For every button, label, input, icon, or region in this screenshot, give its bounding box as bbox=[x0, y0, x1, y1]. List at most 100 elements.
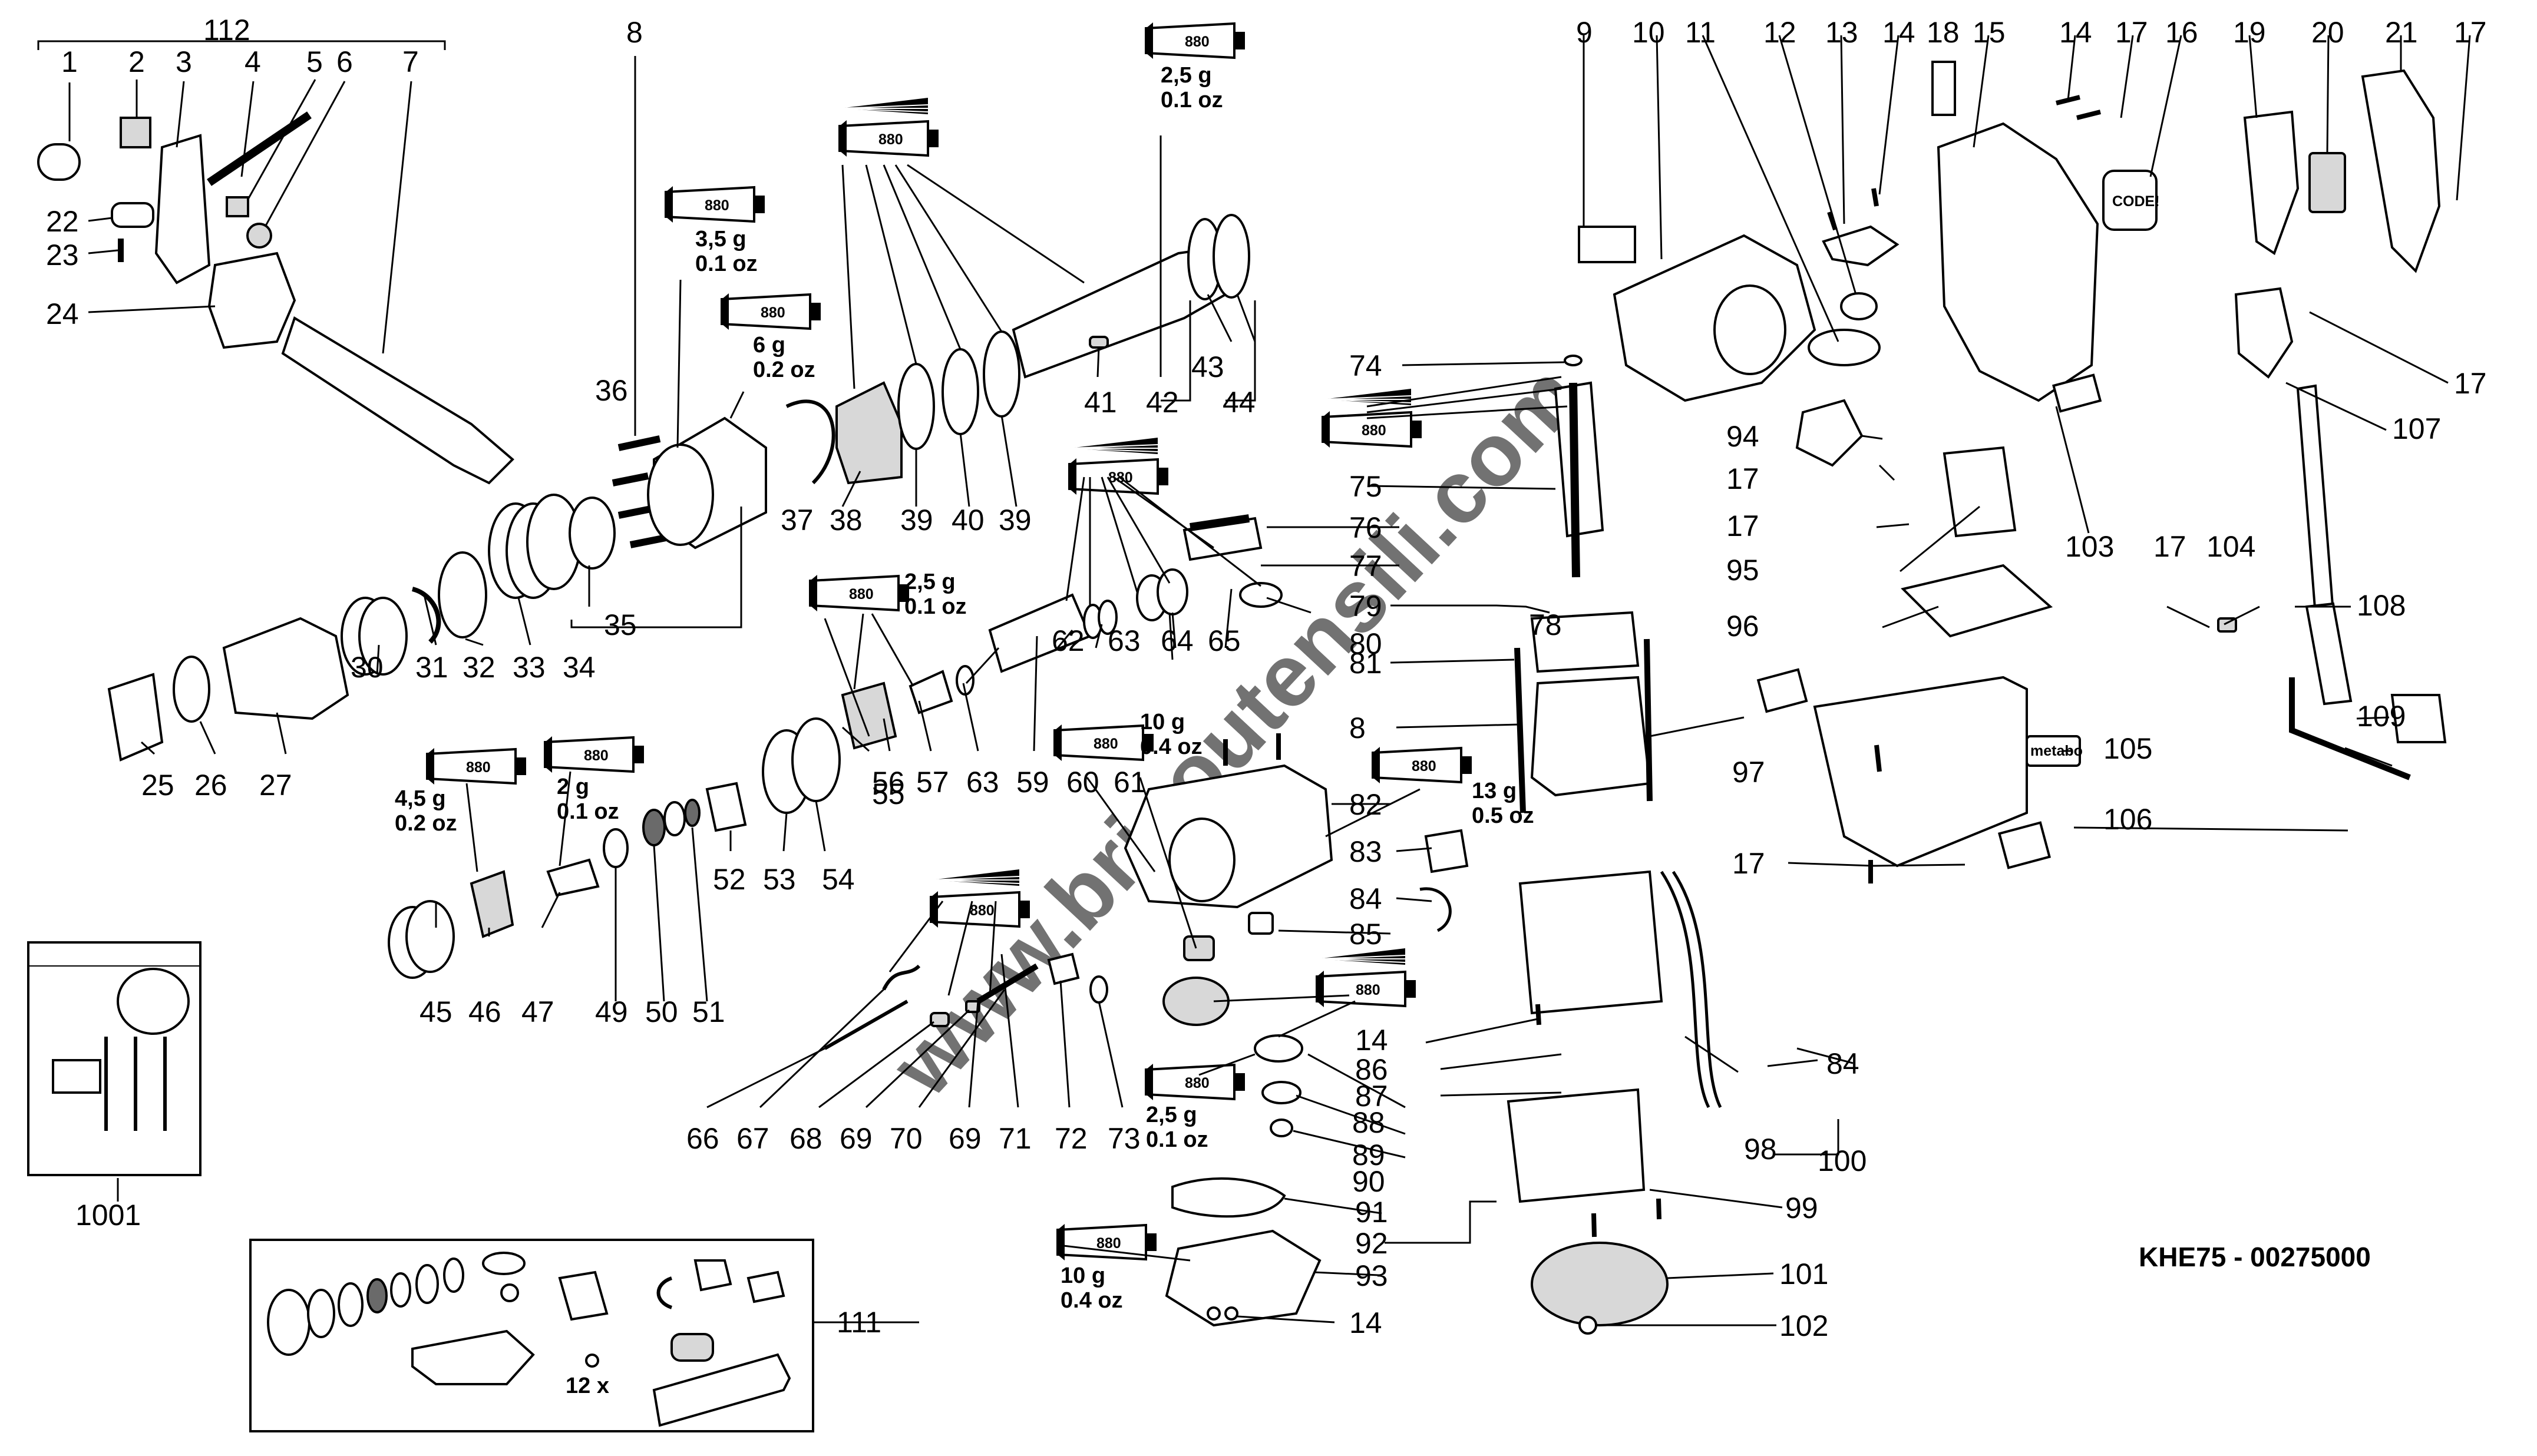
part-label: 30 bbox=[351, 651, 384, 684]
part-label: 93 bbox=[1355, 1259, 1388, 1292]
part-label: 67 bbox=[736, 1122, 769, 1155]
part-label: 14 bbox=[1355, 1024, 1388, 1057]
part-label: 39 bbox=[999, 504, 1032, 537]
dust-cap-part bbox=[107, 673, 164, 762]
quantity-grams: 13 g bbox=[1472, 779, 1517, 803]
part-label: 77 bbox=[1349, 550, 1382, 583]
code-tag-text: CODE! bbox=[2112, 193, 2160, 210]
part-label: 61 bbox=[1114, 766, 1147, 799]
quantity-grams: 2,5 g bbox=[1146, 1103, 1197, 1127]
part-label: 41 bbox=[1084, 386, 1117, 419]
part-label: 14 bbox=[1349, 1306, 1382, 1339]
inset-111-kit: 12 x bbox=[249, 1239, 814, 1432]
part-label: 1 bbox=[61, 45, 78, 78]
part-label: 102 bbox=[1779, 1309, 1828, 1342]
tube-label: 880 bbox=[1096, 1235, 1121, 1252]
part-label: 5 bbox=[306, 45, 323, 78]
part-label: 50 bbox=[645, 995, 678, 1028]
switch-block-part bbox=[2234, 287, 2294, 379]
part-label: 18 bbox=[1927, 16, 1960, 49]
part-label: 88 bbox=[1352, 1106, 1385, 1139]
sleeve-part bbox=[705, 782, 747, 832]
kit-quantity: 12 x bbox=[566, 1374, 609, 1398]
lubricant-tube: 880 bbox=[930, 890, 1031, 929]
cover-part bbox=[1795, 399, 1864, 467]
part-label: 109 bbox=[2357, 700, 2406, 733]
lubricant-tube: 880 13 g 0.5 oz bbox=[1372, 746, 1534, 828]
tube-label: 880 bbox=[1185, 1075, 1210, 1091]
part-label: 51 bbox=[692, 995, 725, 1028]
fan-guide-part bbox=[1530, 611, 1640, 673]
part-label: 86 bbox=[1355, 1053, 1388, 1086]
quantity-grams: 2 g bbox=[557, 775, 589, 799]
lubricant-brush bbox=[1069, 437, 1158, 455]
clutch-part bbox=[470, 870, 514, 938]
label-part bbox=[1931, 61, 1956, 116]
part-label: 40 bbox=[952, 504, 985, 537]
part-label: 63 bbox=[966, 766, 999, 799]
brush-holder-plate-part bbox=[1901, 564, 2053, 638]
lubricant-tube: 880 bbox=[1322, 410, 1423, 449]
part-label: 65 bbox=[1208, 624, 1241, 657]
gear-part bbox=[835, 381, 903, 485]
quantity-ounces: 0.4 oz bbox=[1140, 734, 1203, 759]
part-label: 7 bbox=[402, 45, 419, 78]
part-label: 1001 bbox=[75, 1199, 141, 1232]
part-label: 10 bbox=[1632, 16, 1665, 49]
part-label: 63 bbox=[1108, 624, 1141, 657]
lubricant-tube: 880 2,5 g 0.1 oz bbox=[1145, 21, 1246, 112]
locking-sleeve-part bbox=[222, 617, 349, 720]
part-label: 60 bbox=[1066, 766, 1099, 799]
part-label: 47 bbox=[521, 995, 554, 1028]
tube-label: 880 bbox=[761, 305, 785, 321]
part-label: 17 bbox=[2454, 16, 2487, 49]
quantity-ounces: 0.2 oz bbox=[395, 811, 457, 836]
part-label: 99 bbox=[1785, 1192, 1818, 1225]
part-label: 45 bbox=[419, 995, 452, 1028]
tube-label: 880 bbox=[1362, 422, 1386, 439]
quantity-grams: 10 g bbox=[1061, 1263, 1105, 1288]
part-label: 82 bbox=[1349, 788, 1382, 821]
part-label: 53 bbox=[763, 863, 796, 896]
quantity-grams: 6 g bbox=[753, 333, 785, 358]
part-number-labels: 112 1 2 3 4 5 6 7 22 23 24 8 9 10 11 12 … bbox=[46, 14, 2487, 1342]
quantity-ounces: 0.1 oz bbox=[1146, 1127, 1208, 1152]
part-label: 62 bbox=[1052, 624, 1085, 657]
tube-label: 880 bbox=[1185, 34, 1210, 50]
ring-part bbox=[173, 656, 210, 723]
part-label: 42 bbox=[1146, 386, 1179, 419]
bottom-cover-part bbox=[1813, 676, 2028, 868]
part-label: 91 bbox=[1355, 1196, 1388, 1229]
tube-label: 880 bbox=[705, 197, 729, 214]
part-label: 4 bbox=[245, 45, 261, 78]
part-label: 83 bbox=[1349, 835, 1382, 868]
part-label: 21 bbox=[2385, 16, 2418, 49]
lubricant-tube: 880 2,5 g 0.1 oz bbox=[1145, 1063, 1246, 1152]
part-label: 70 bbox=[890, 1122, 923, 1155]
part-label: 84 bbox=[1826, 1047, 1859, 1080]
part-label: 64 bbox=[1161, 624, 1194, 657]
part-label: 23 bbox=[46, 239, 79, 272]
fan-part bbox=[1531, 1242, 1669, 1326]
part-label: 43 bbox=[1191, 350, 1224, 383]
part-label: 59 bbox=[1016, 766, 1049, 799]
part-label: 31 bbox=[415, 651, 448, 684]
quantity-grams: 3,5 g bbox=[695, 227, 746, 252]
part-label: 3 bbox=[176, 45, 192, 78]
lubricant-tube: 880 4,5 g 0.2 oz bbox=[395, 747, 527, 836]
part-label: 6 bbox=[336, 45, 353, 78]
lubricant-tube: 880 3,5 g 0.1 oz bbox=[665, 185, 766, 276]
switch-part bbox=[2308, 152, 2346, 213]
tube-label: 880 bbox=[1412, 758, 1436, 775]
pin-part bbox=[546, 858, 600, 897]
quantity-ounces: 0.4 oz bbox=[1061, 1288, 1123, 1313]
part-label: 112 bbox=[203, 14, 250, 47]
diagram-title: KHE75 - 00275000 bbox=[2139, 1242, 2371, 1272]
cord-sleeve-part bbox=[2305, 602, 2353, 706]
key-part bbox=[1089, 336, 1109, 349]
lubricant-brush bbox=[839, 97, 929, 115]
part-label: 25 bbox=[141, 769, 174, 802]
part-label: 111 bbox=[837, 1306, 881, 1339]
inset-1001 bbox=[27, 941, 201, 1176]
part-label: 74 bbox=[1349, 349, 1382, 382]
